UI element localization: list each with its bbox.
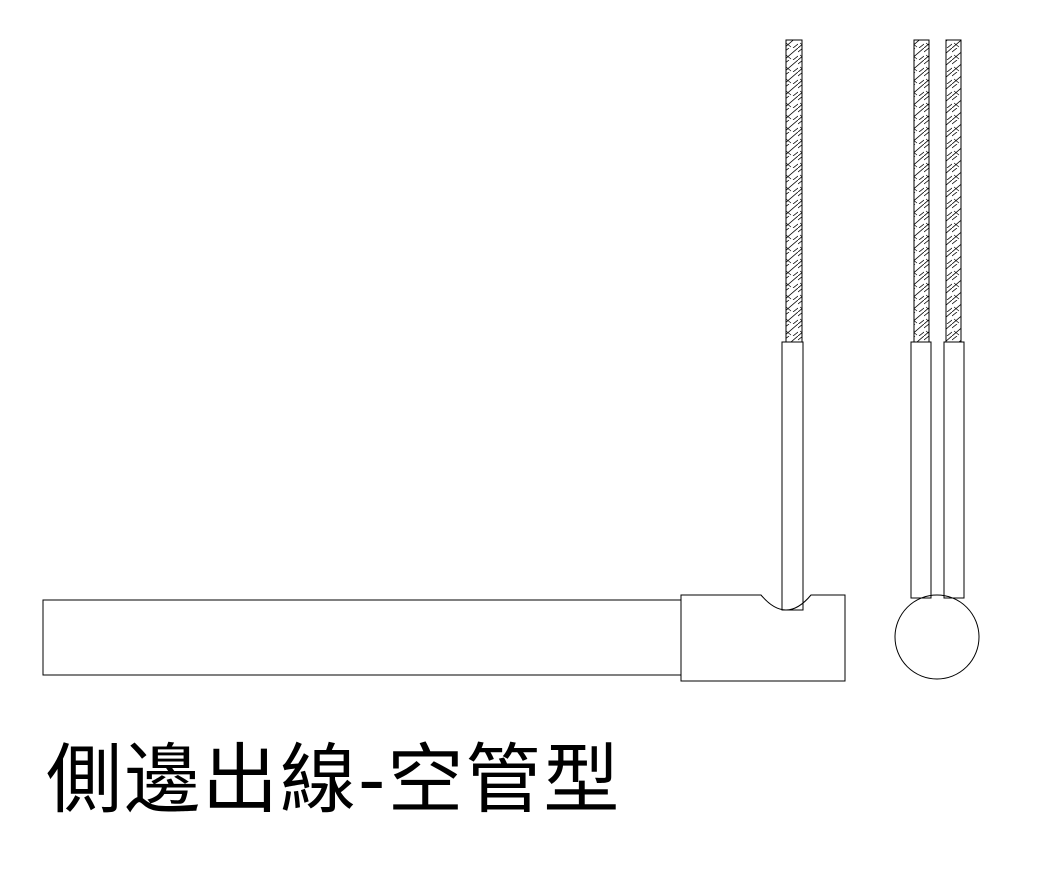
end-lead-wire-left xyxy=(910,341,932,599)
end-lead-wire-right xyxy=(943,341,965,599)
end-braided-sleeve-right xyxy=(945,39,962,343)
heater-body xyxy=(42,599,682,676)
end-braided-sleeve-left xyxy=(913,39,930,343)
end-view-circle xyxy=(894,594,980,680)
lead-exit-cap xyxy=(680,594,846,682)
side-lead-wire xyxy=(781,341,804,611)
side-braided-sleeve xyxy=(785,39,803,343)
diagram-caption: 側邊出線-空管型 xyxy=(46,735,622,824)
